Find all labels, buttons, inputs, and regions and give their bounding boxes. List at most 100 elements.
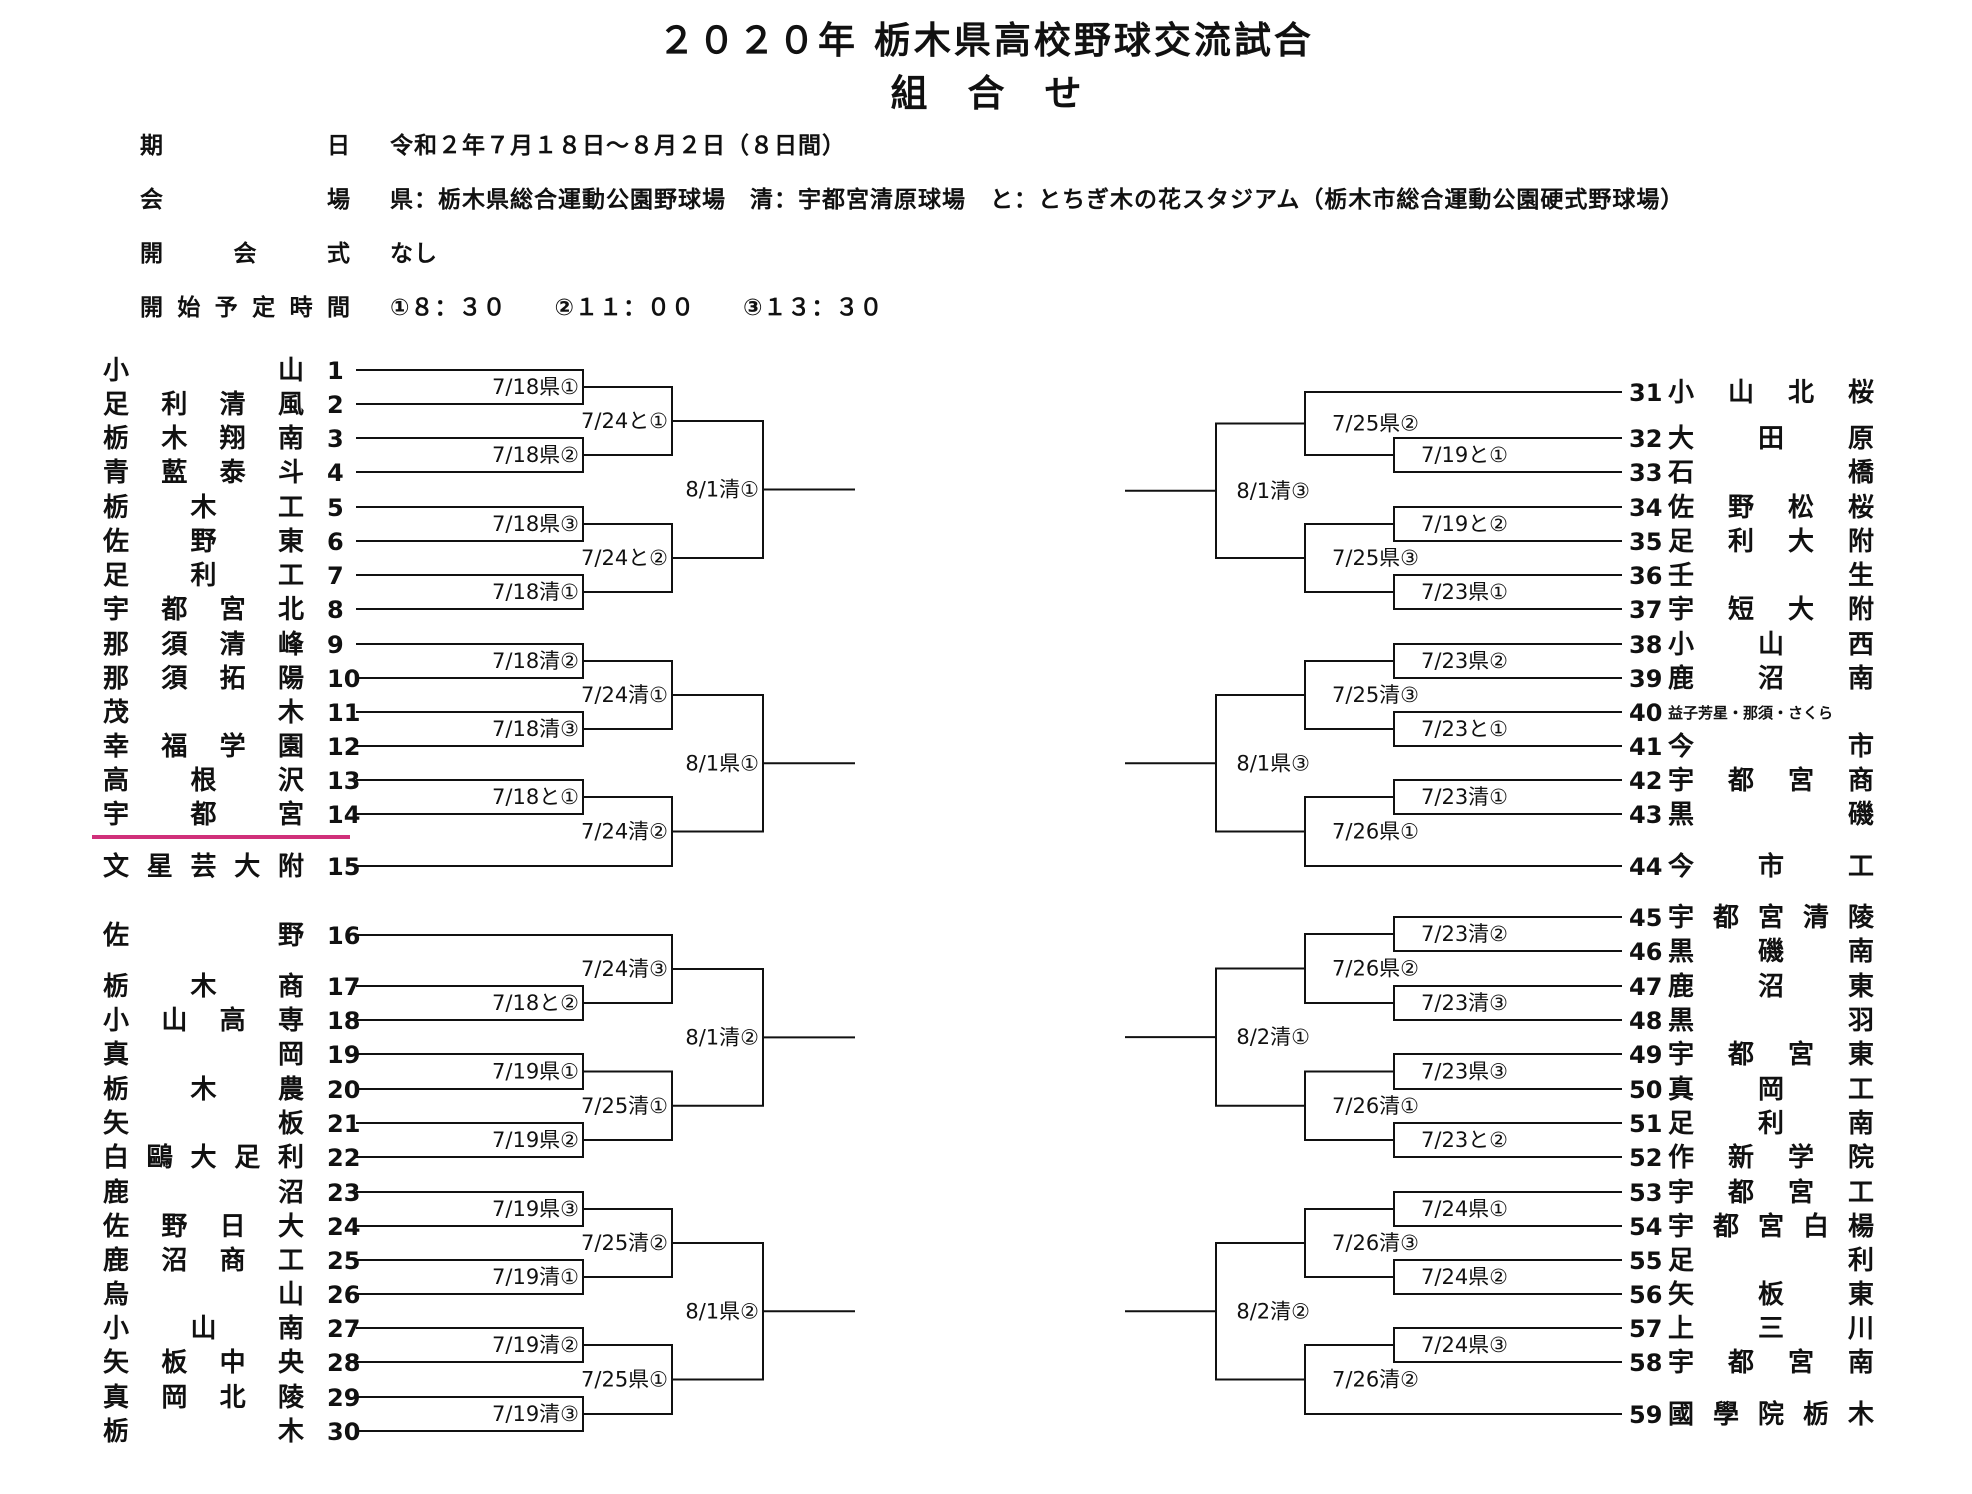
team-name-left-char: 茂	[103, 698, 129, 728]
game-label-r1: 7/18と①	[492, 785, 579, 809]
team-name-right-char: 足	[1668, 1246, 1694, 1276]
game-label-r1-right: 7/23県③	[1421, 1060, 1508, 1084]
team-name-right-char: 都	[1727, 766, 1754, 796]
team-name-right-char: 松	[1788, 493, 1814, 523]
team-number-left: 22	[327, 1144, 360, 1172]
team-name-right-char: 陵	[1848, 903, 1875, 933]
team-name-right-char: 佐	[1667, 493, 1694, 523]
team-name-left-char: 農	[278, 1075, 304, 1105]
page-subtitle: 組合せ	[890, 72, 1122, 115]
game-label-r1: 7/18県①	[492, 375, 579, 399]
team-name-right-char: 院	[1848, 1142, 1874, 1173]
team-name-left-char: 栃	[103, 1417, 129, 1447]
team-name-right-char: 白	[1803, 1211, 1829, 1242]
team-number-left: 17	[327, 973, 360, 1001]
team-name-left-char: 都	[160, 595, 187, 625]
team-name-left-char: 藍	[161, 458, 187, 488]
team-number-left: 6	[327, 528, 344, 556]
team-name-left-char: 鷗	[147, 1142, 173, 1173]
team-number-right: 33	[1629, 459, 1662, 487]
team-name-right-char: 作	[1668, 1143, 1694, 1173]
team-name-right-char: 磯	[1848, 799, 1874, 830]
team-name-right-char: 山	[1728, 378, 1754, 408]
team-name-left-char: 須	[161, 664, 188, 694]
team-number-left: 30	[327, 1418, 360, 1446]
game-label-r1-right: 7/19と①	[1421, 443, 1508, 467]
team-number-right: 50	[1629, 1076, 1662, 1104]
team-name-right-char: 國	[1668, 1400, 1694, 1430]
team-name-right-char: 沼	[1758, 664, 1784, 694]
team-name-left-char: 北	[220, 1383, 246, 1413]
team-name-right-char: 磯	[1758, 936, 1784, 967]
team-number-right: 39	[1629, 665, 1662, 693]
team-name-left-char: 野	[278, 921, 304, 951]
page-title: ２０２０年 栃木県高校野球交流試合	[658, 19, 1314, 62]
game-label-r1-right: 7/24県③	[1421, 1333, 1508, 1357]
team-number-right: 34	[1629, 494, 1662, 522]
info-label: 開会式	[140, 234, 350, 268]
team-name-left-char: 栃	[103, 972, 129, 1002]
team-number-right: 52	[1629, 1144, 1662, 1172]
team-number-right: 35	[1629, 528, 1662, 556]
team-name-left-char: 幸	[103, 732, 129, 762]
team-number-left: 10	[327, 665, 360, 693]
team-name-right-char: 楊	[1848, 1212, 1874, 1242]
team-name-right-char: 三	[1758, 1314, 1784, 1344]
info-label-char: 会	[233, 241, 257, 267]
game-label-r2: 7/24と①	[581, 409, 668, 433]
team-name-right-char: 宮	[1788, 1347, 1814, 1378]
team-number-left: 4	[327, 459, 344, 487]
team-name-right-char: 今	[1668, 731, 1694, 762]
game-label-r1-right: 7/23県②	[1421, 649, 1508, 673]
team-name-left-char: 真	[103, 1383, 129, 1413]
team-name-right-char: 鹿	[1668, 971, 1694, 1002]
team-name-left-char: 小	[103, 1314, 129, 1344]
team-name-right-char: 宇	[1668, 1348, 1694, 1378]
team-name-left-char: 宮	[278, 799, 304, 830]
team-name-left-char: 岡	[278, 1040, 304, 1070]
team-name-left-char: 足	[103, 390, 129, 420]
game-label-r2-right: 7/26県①	[1332, 820, 1419, 844]
team-name-left-char: 岡	[161, 1383, 187, 1413]
team-name-right-char: 附	[1848, 527, 1874, 557]
game-label-r3: 8/1県②	[685, 1299, 759, 1323]
team-name-left-char: 星	[147, 852, 173, 882]
info-label-char: 間	[326, 295, 350, 321]
team-name-left-char: 日	[220, 1212, 246, 1242]
team-name-left-char: 鹿	[103, 1177, 129, 1208]
team-name-right-char: 真	[1668, 1075, 1694, 1105]
team-number-right: 53	[1629, 1179, 1662, 1207]
team-number-right: 41	[1629, 733, 1662, 761]
team-name-left-char: 高	[103, 765, 129, 796]
team-name-left-char: 芸	[191, 852, 217, 882]
info-label: 開始予定時間	[140, 288, 350, 322]
team-name-left-char: 清	[220, 630, 246, 660]
game-label-r3-right: 8/2清①	[1236, 1025, 1310, 1049]
team-name-right-char: 宮	[1788, 1177, 1814, 1208]
team-name-right-char: 羽	[1848, 1006, 1874, 1036]
team-name-right-char: 足	[1668, 527, 1694, 557]
team-name-left-char: 山	[191, 1314, 217, 1344]
team-name-left-char: 山	[278, 1280, 304, 1310]
team-number-right: 43	[1629, 801, 1662, 829]
game-label-r1: 7/19清①	[492, 1265, 579, 1289]
team-name-right: 益子芳星・那須・さくら	[1668, 704, 1833, 722]
team-name-right-char: 矢	[1668, 1279, 1695, 1310]
team-name-right-char: 宮	[1788, 1039, 1814, 1070]
team-number-left: 20	[327, 1076, 360, 1104]
team-name-left-char: 工	[278, 493, 304, 523]
team-name-right-char: 南	[1848, 1348, 1874, 1378]
team-name-left-char: 鹿	[103, 1245, 129, 1276]
team-name-right-char: 都	[1727, 1040, 1754, 1070]
team-number-right: 31	[1629, 379, 1662, 407]
team-name-left-char: 宇	[103, 800, 129, 830]
team-number-right: 45	[1629, 904, 1662, 932]
team-number-left: 14	[327, 801, 360, 829]
team-number-right: 37	[1629, 596, 1662, 624]
team-name-right-char: 宇	[1668, 1178, 1694, 1208]
team-number-right: 47	[1629, 973, 1662, 1001]
team-name-left-char: 木	[277, 1417, 304, 1447]
team-name-left-char: 矢	[103, 1108, 130, 1139]
team-name-right-char: 都	[1712, 1212, 1739, 1242]
game-label-r2-right: 7/25県③	[1332, 546, 1419, 570]
